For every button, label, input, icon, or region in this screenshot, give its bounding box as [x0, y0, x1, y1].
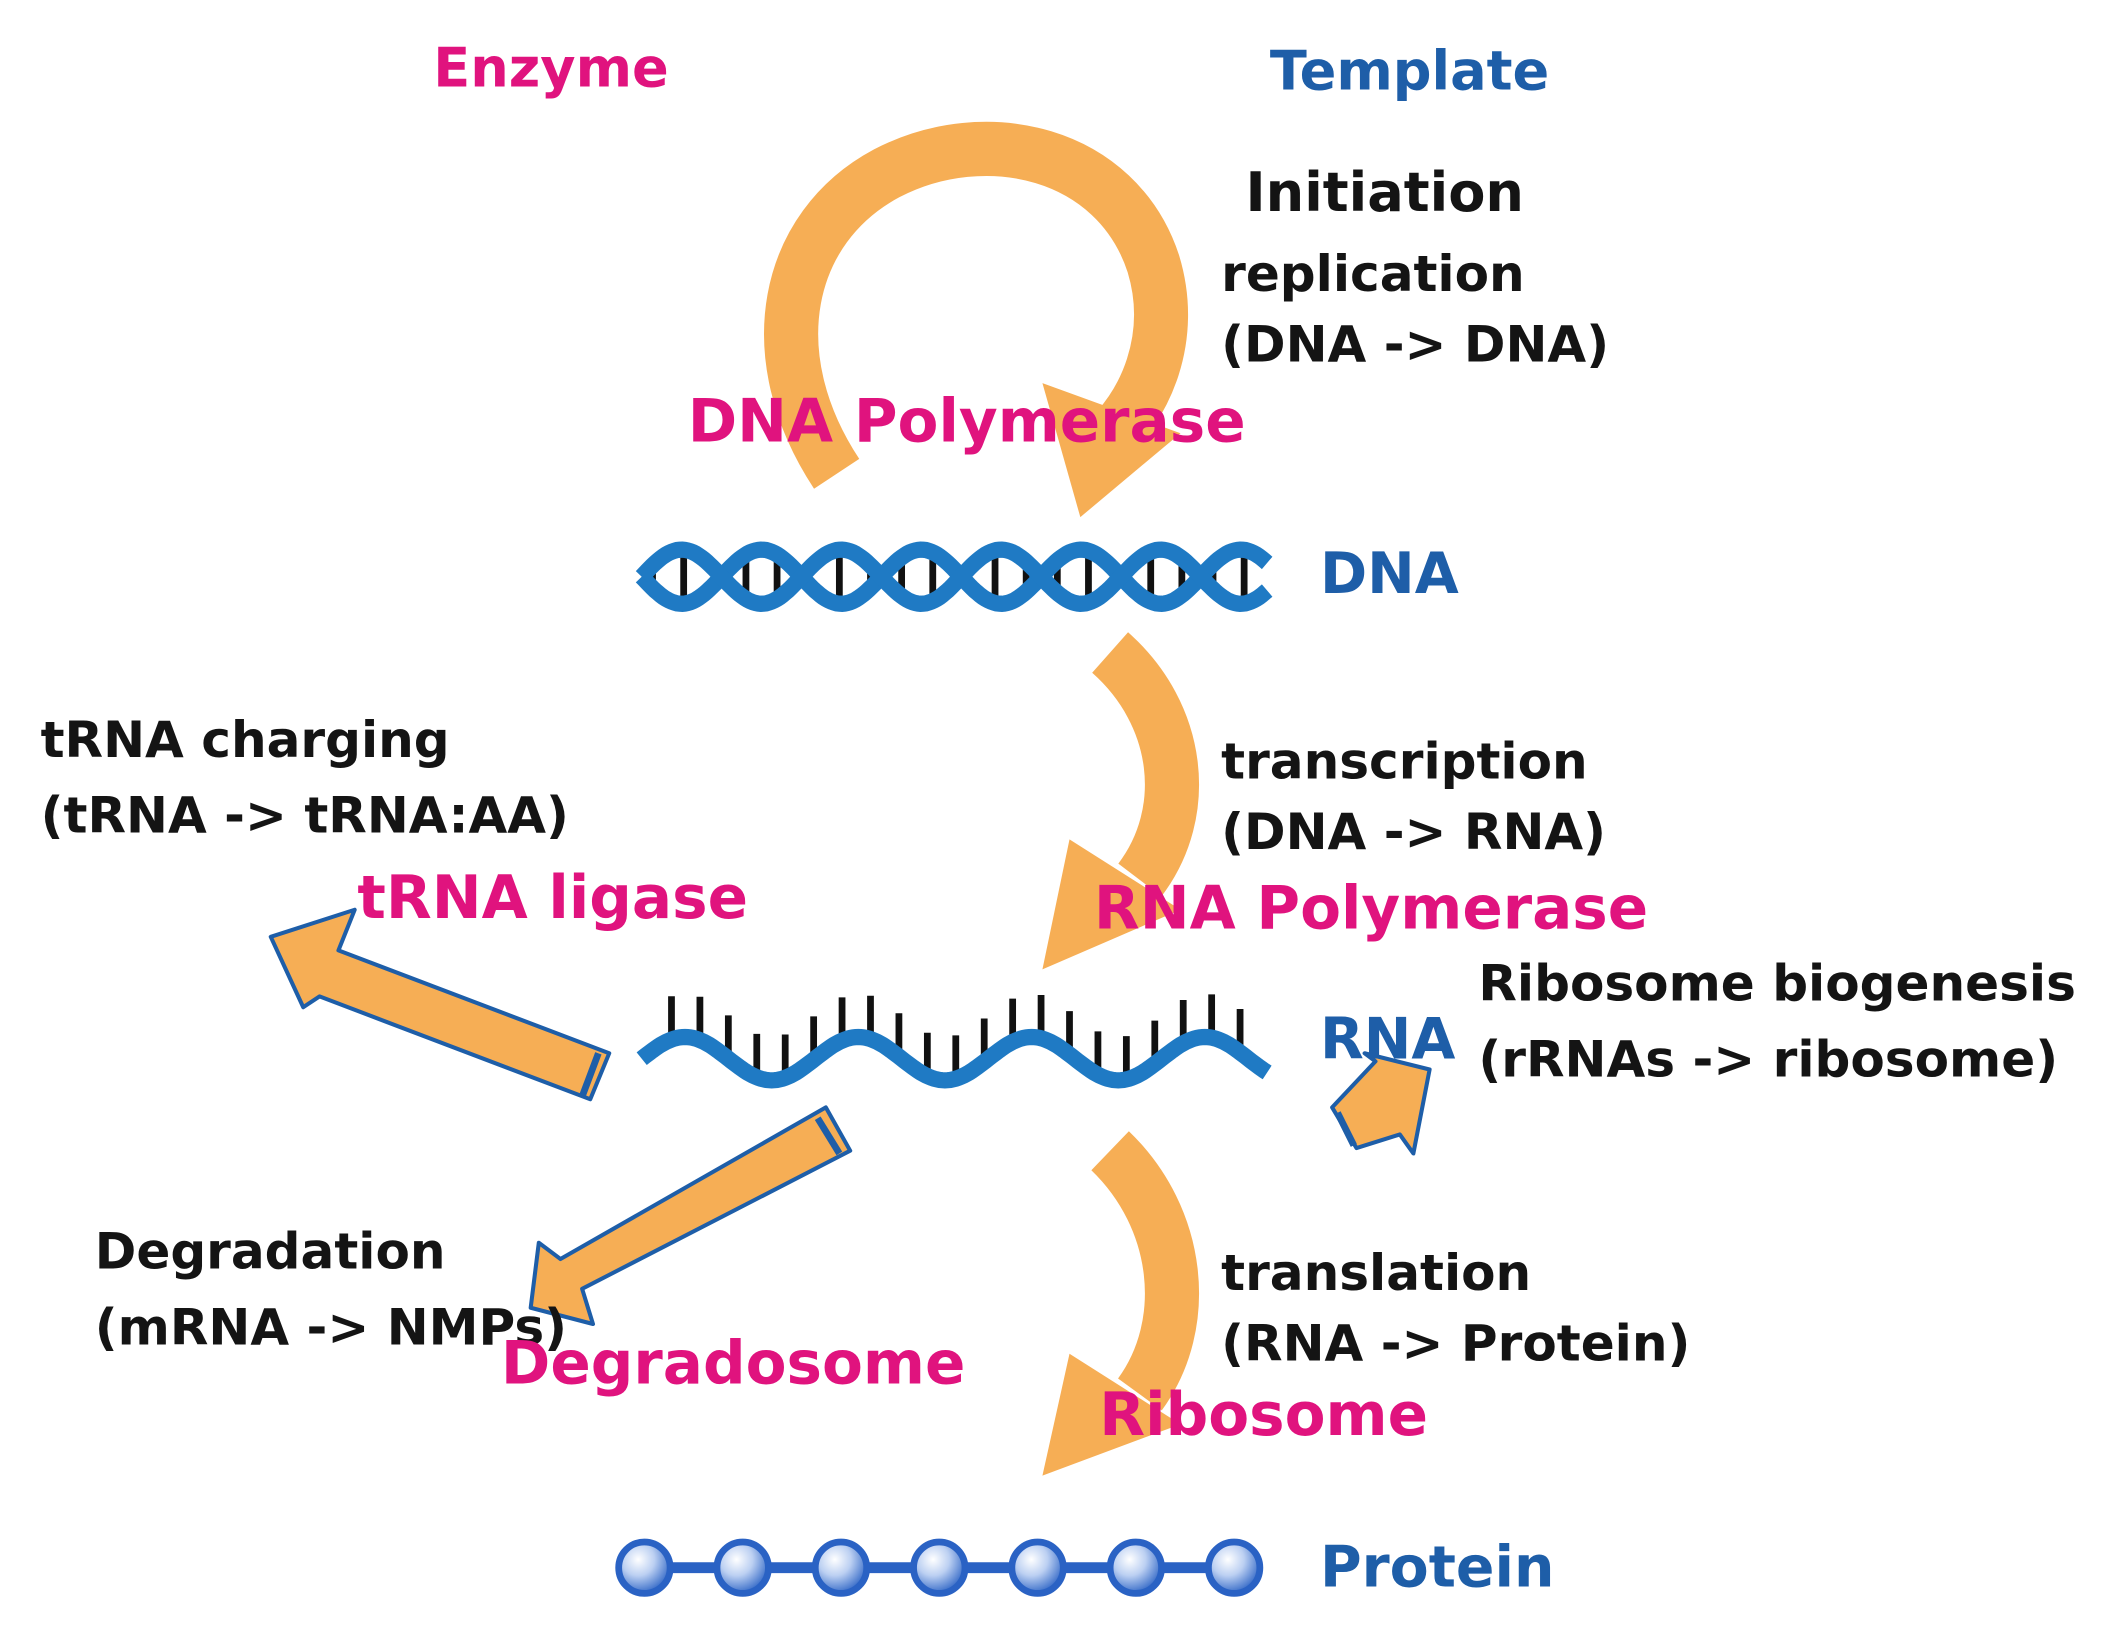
degradation-label: Degradation [94, 1222, 446, 1281]
dna-double-helix [635, 541, 1273, 612]
amino-acid-bead [713, 1538, 772, 1597]
protein-bead-chain [615, 1538, 1264, 1597]
protein-label: Protein [1319, 1533, 1555, 1601]
ribosome-biogenesis-detail: (rRNAs -> ribosome) [1478, 1030, 2059, 1089]
amino-acid-bead [1106, 1538, 1165, 1597]
ribosome-biogenesis-label: Ribosome biogenesis [1478, 954, 2076, 1013]
amino-acid-bead [811, 1538, 871, 1597]
replication-cycle-arrow [764, 121, 1188, 518]
degradation-detail: (mRNA -> NMPs) [94, 1298, 568, 1357]
trna-charging-detail: (tRNA -> tRNA:AA) [40, 786, 569, 845]
dna-label: DNA [1319, 540, 1459, 607]
amino-acid-bead [910, 1538, 969, 1597]
transcription-arrow [1042, 632, 1200, 970]
ribosome-biogenesis-arrow [1330, 1051, 1432, 1156]
degradation-arrow [528, 1105, 853, 1327]
replication-detail: (DNA -> DNA) [1221, 315, 1610, 374]
degradosome-label: Degradosome [500, 1329, 966, 1399]
amino-acid-bead [615, 1538, 674, 1597]
initiation-label: Initiation [1245, 162, 1524, 225]
enzyme-header: Enzyme [433, 37, 669, 101]
amino-acid-bead [1205, 1538, 1264, 1597]
transcription-label: transcription [1221, 732, 1588, 791]
replication-label: replication [1221, 245, 1525, 304]
rna-strand [636, 994, 1272, 1089]
amino-acid-bead [1008, 1538, 1067, 1597]
trna-charging-label: tRNA charging [40, 710, 450, 769]
dna-polymerase-label: DNA Polymerase [687, 387, 1246, 457]
template-header: Template [1269, 40, 1550, 103]
ribosome-label: Ribosome [1099, 1380, 1428, 1450]
transcription-detail: (DNA -> RNA) [1221, 802, 1607, 862]
translation-detail: (RNA -> Protein) [1221, 1314, 1691, 1373]
rna-polymerase-label: RNA Polymerase [1093, 874, 1649, 944]
trna-ligase-label: tRNA ligase [357, 863, 748, 933]
trna-charging-arrow [268, 907, 612, 1102]
rna-label: RNA [1319, 1005, 1456, 1073]
translation-arrow [1042, 1131, 1199, 1476]
translation-label: translation [1221, 1244, 1532, 1303]
